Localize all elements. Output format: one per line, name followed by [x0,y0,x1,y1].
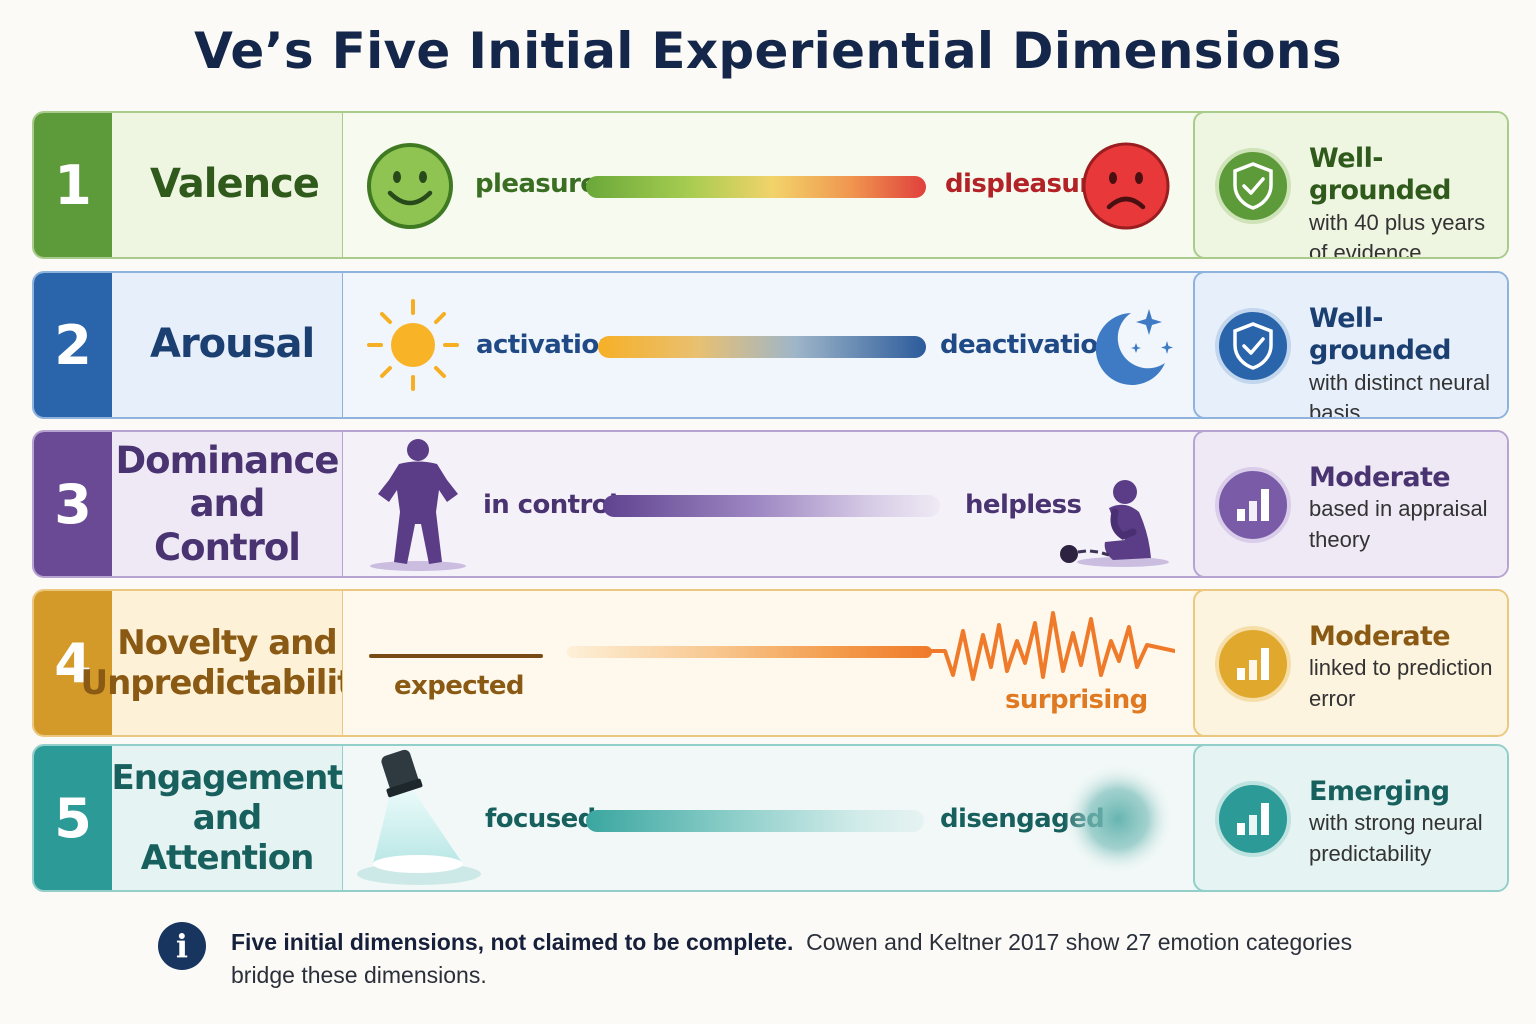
left-pole-label: in control [483,490,618,520]
scale-bar [598,336,926,358]
footer-body-text: Cowen and Keltner 2017 show 27 emotion c… [231,929,1353,989]
dimension-row-dominance: 3 Dominance and Control in control helpl… [32,430,1509,578]
dimension-row-valence: 1 Valence pleasure displeasure [32,111,1509,259]
info-icon: i [158,922,206,970]
left-pole-label: activation [476,330,617,360]
sun-icon [363,295,463,400]
dimension-number: 3 [34,432,112,576]
dimension-label: Valence [112,113,342,257]
dimension-scale: activation deactivation [342,273,1193,417]
right-pole-label: deactivation [940,330,1116,360]
footer-bold-text: Five initial dimensions, not claimed to … [231,929,794,955]
powerful-person-icon [363,434,473,576]
moon-stars-icon [1087,297,1177,398]
right-pole-label: helpless [965,490,1082,520]
dimension-scale: pleasure displeasure [342,113,1193,257]
scale-bar [567,646,932,658]
right-pole-label: surprising [1005,685,1148,715]
shield-check-icon [1215,148,1291,224]
scale-bar [586,176,926,198]
flat-line-icon [369,647,543,665]
dimension-label: Novelty and Unpredictability [80,591,375,735]
frowning-face-icon [1081,141,1171,236]
shield-check-icon [1215,308,1291,384]
left-pole-label: expected [394,671,525,701]
dimension-number: 4 [34,591,112,735]
right-pole-label: displeasure [945,169,1109,199]
evidence-card: Moderate based in appraisal theory [1193,432,1507,576]
evidence-card: Well-grounded with distinct neural basis [1193,273,1507,419]
bar-chart-icon [1215,781,1291,857]
evidence-card: Well-grounded with 40 plus years of evid… [1193,113,1507,259]
dimension-scale: focused disengaged [342,746,1193,890]
dimension-label: Engagement and Attention [111,746,344,890]
footer-text: Five initial dimensions, not claimed to … [231,926,1371,993]
dimension-scale: expected surprising [342,591,1193,735]
dimension-number: 5 [34,746,112,890]
blurred-circle-icon [1063,764,1173,879]
dimension-number: 1 [34,113,112,257]
zigzag-signal-icon [923,605,1177,700]
page-title: Ve’s Five Initial Experiential Dimension… [194,22,1342,80]
evidence-level: Moderate [1309,462,1451,493]
left-pole-label: pleasure [475,169,598,199]
smiley-face-icon [365,141,455,236]
evidence-level: Well-grounded [1309,143,1451,207]
dimension-label: Arousal [112,273,342,417]
evidence-level: Moderate [1309,621,1451,652]
dimension-scale: in control helpless [342,432,1193,576]
scale-bar [586,810,924,832]
evidence-detail: linked to prediction error [1309,655,1493,711]
evidence-detail: based in appraisal theory [1309,496,1488,552]
dimension-label: Dominance and Control [112,432,342,576]
dimension-row-engagement: 5 Engagement and Attention focused disen… [32,744,1509,892]
evidence-card: Emerging with strong neural predictabili… [1193,746,1507,890]
bar-chart-icon [1215,626,1291,702]
evidence-detail: with distinct neural basis [1309,369,1490,419]
evidence-detail: with strong neural predictability [1309,810,1483,866]
evidence-card: Moderate linked to prediction error [1193,591,1507,735]
scale-bar [603,495,940,517]
dimension-row-novelty: 4 Novelty and Unpredictability expected … [32,589,1509,737]
chained-person-icon [1053,472,1173,576]
evidence-level: Emerging [1309,776,1450,807]
left-pole-label: focused [485,804,596,834]
bar-chart-icon [1215,467,1291,543]
dimension-row-arousal: 2 Arousal activation deactivation [32,271,1509,419]
spotlight-icon [355,746,485,890]
evidence-level: Well-grounded [1309,303,1451,367]
dimension-number: 2 [34,273,112,417]
evidence-detail: with 40 plus years of evidence [1309,209,1486,259]
